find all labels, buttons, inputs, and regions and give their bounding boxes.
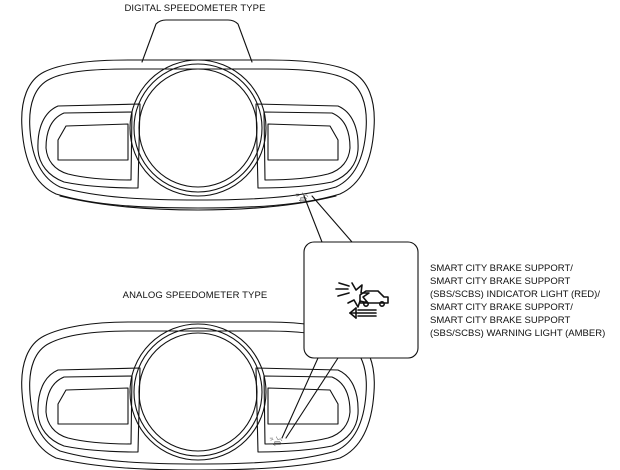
callout-line: SMART CITY BRAKE SUPPORT: [430, 315, 571, 326]
callout-line: SMART CITY BRAKE SUPPORT: [430, 276, 571, 287]
sbs-scbs-indicator-icon: [335, 282, 389, 319]
digital-speedometer-title: DIGITAL SPEEDOMETER TYPE: [124, 3, 266, 14]
analog-cluster-indicator-icon: [269, 436, 283, 446]
analog-right-gauge-bezel: [255, 367, 359, 453]
callout-description: SMART CITY BRAKE SUPPORT/ SMART CITY BRA…: [430, 262, 605, 340]
analog-cluster: [21, 321, 375, 470]
leader-line-bottom: [281, 357, 339, 439]
digital-central-dial: [129, 59, 267, 197]
analog-central-dial: [129, 323, 267, 461]
callout-line: (SBS/SCBS) WARNING LIGHT (AMBER): [430, 328, 606, 339]
digital-cluster: [21, 19, 375, 211]
analog-speedometer-title: ANALOG SPEEDOMETER TYPE: [122, 290, 268, 301]
digital-cluster-housing: [21, 59, 375, 209]
analog-left-gauge-bezel: [37, 367, 141, 453]
callout-line: SMART CITY BRAKE SUPPORT/: [430, 302, 573, 313]
callout-box: [281, 195, 419, 439]
leader-line-top: [303, 195, 353, 243]
callout-line: (SBS/SCBS) INDICATOR LIGHT (RED)/: [430, 289, 600, 300]
hud-visor: [141, 19, 253, 63]
callout-line: SMART CITY BRAKE SUPPORT/: [430, 263, 573, 274]
analog-cluster-housing: [21, 321, 375, 470]
right-gauge-bezel: [255, 103, 359, 189]
left-gauge-bezel: [37, 103, 141, 189]
